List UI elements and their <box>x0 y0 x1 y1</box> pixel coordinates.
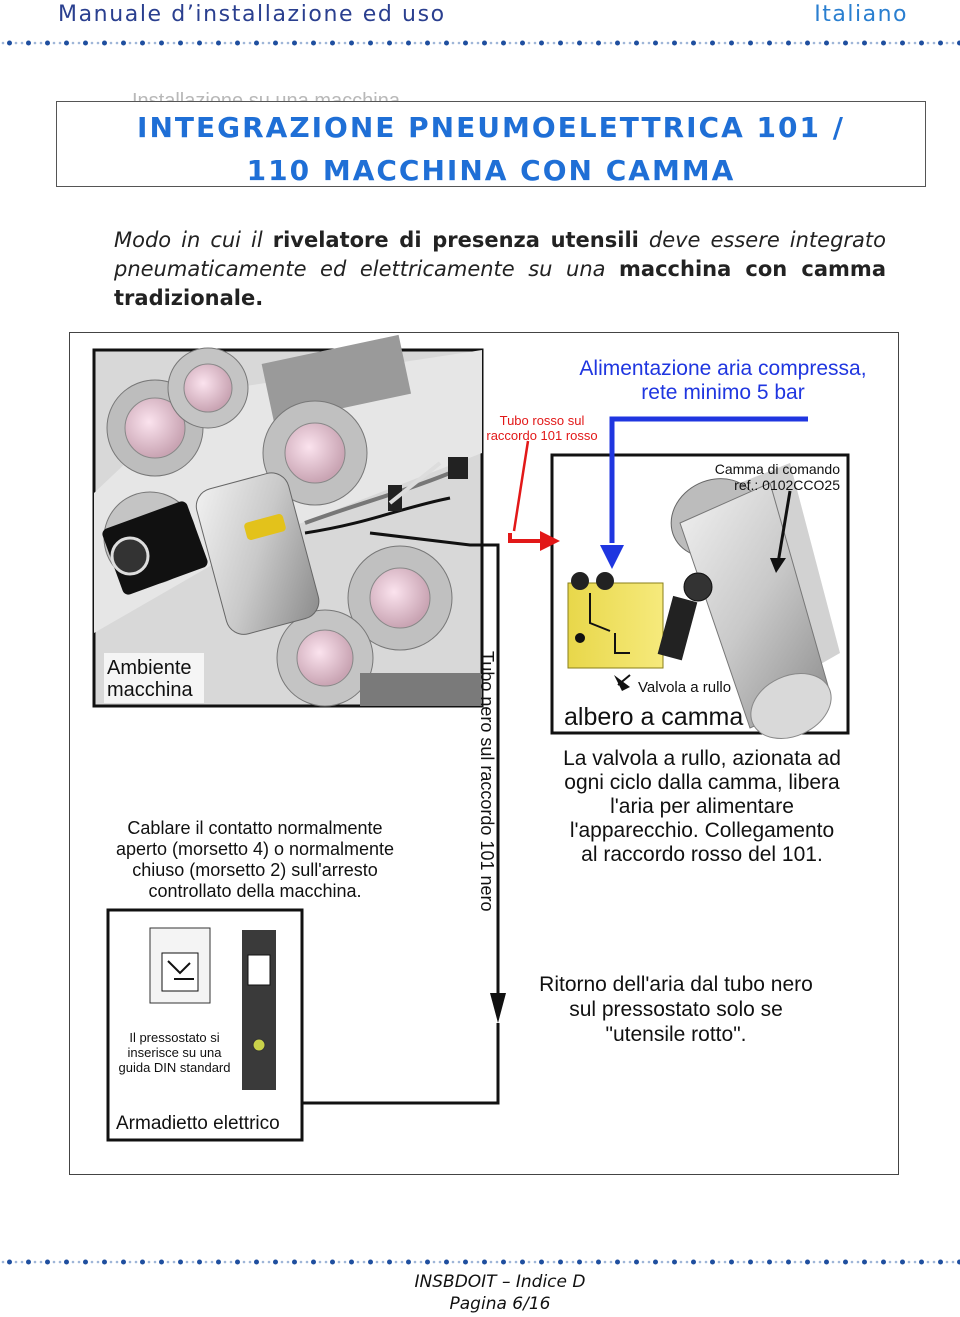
section-heading-ghost: Installazione su una macchina <box>132 90 400 104</box>
red-tube-label: Tubo rosso sul raccordo 101 rosso <box>482 413 602 443</box>
red-tube-line <box>508 533 546 543</box>
red-tube-line2: raccordo 101 rosso <box>486 428 598 443</box>
pressure-switch-line3: guida DIN standard <box>118 1060 231 1075</box>
camshaft-label: albero a camma <box>564 703 744 731</box>
diagram-drawing <box>92 334 850 1142</box>
section-title-box: INTEGRAZIONE PNEUMOELETTRICA 101 / 110 M… <box>56 101 926 187</box>
intro-period: . <box>255 286 264 310</box>
header-language: Italiano <box>814 2 908 27</box>
valve-desc-line3: l'aria per alimentare <box>610 795 794 818</box>
wiring-line4: controllato della macchina. <box>148 881 362 901</box>
cam-ref-line2: ref.: 0102CCO25 <box>734 477 840 493</box>
cam-ref-label: Camma di comando ref.: 0102CCO25 <box>702 461 840 493</box>
air-supply-label: Alimentazione aria compressa, rete minim… <box>568 357 878 405</box>
electrical-cabinet <box>106 908 304 1142</box>
valve-description: La valvola a rullo, azionata ad ogni cic… <box>542 747 862 867</box>
section-title-line2: 110 MACCHINA CON CAMMA <box>246 154 736 187</box>
electrical-cabinet-label: Armadietto elettrico <box>116 1113 280 1134</box>
black-tube-line <box>369 531 500 1014</box>
valve-desc-line5: al raccordo rosso del 101. <box>581 843 823 866</box>
return-air-label: Ritorno dell'aria dal tubo nero sul pres… <box>506 972 846 1047</box>
pressure-switch-line2: inserisce su una <box>127 1045 222 1060</box>
wiring-line1: Cablare il contatto normalmente <box>127 818 383 838</box>
intro-text-1: Modo in cui il <box>114 228 273 252</box>
valve-desc-line1: La valvola a rullo, azionata ad <box>563 747 841 770</box>
air-supply-line1: Alimentazione aria compressa, <box>579 357 867 380</box>
red-tube-line1: Tubo rosso sul <box>499 413 585 428</box>
document-index: INSBDOIT – Indice D <box>414 1272 586 1292</box>
blue-supply-line <box>609 416 808 543</box>
intro-text-2: deve essere integrato pneumaticamente ed… <box>114 228 886 281</box>
cam-ref-line1: Camma di comando <box>714 461 840 477</box>
page-footer: INSBDOIT – Indice D Pagina 6/16 <box>0 1271 960 1315</box>
return-air-line3: "utensile rotto". <box>605 1023 747 1046</box>
installation-diagram: Alimentazione aria compressa, rete minim… <box>69 332 899 1175</box>
header-dotted-divider <box>0 38 960 48</box>
machine-env-label: Ambiente macchina <box>107 657 193 701</box>
pneumatic-lines <box>300 416 808 1105</box>
blue-arrow-icon <box>600 545 624 569</box>
header-manual-title: Manuale d’installazione ed uso <box>58 2 446 27</box>
roller-valve-label: Valvola a rullo <box>638 679 732 696</box>
camshaft-render <box>550 453 850 739</box>
footer-dotted-divider <box>0 1257 960 1267</box>
wiring-line3: chiuso (morsetto 2) sull'arresto <box>132 860 378 880</box>
air-supply-line2: rete minimo 5 bar <box>641 381 805 404</box>
return-air-line2: sul pressostato solo se <box>569 998 783 1021</box>
pressure-switch-label: Il pressostato si inserisce su una guida… <box>112 1030 237 1075</box>
return-air-line1: Ritorno dell'aria dal tubo nero <box>539 973 813 996</box>
valve-desc-line2: ogni ciclo dalla camma, libera <box>564 771 840 794</box>
valve-desc-line4: l'apparecchio. Collegamento <box>569 819 835 842</box>
machine-env-line2: macchina <box>107 679 193 701</box>
wiring-line2: aperto (morsetto 4) o normalmente <box>115 839 395 859</box>
black-arrow-icon <box>490 993 506 1023</box>
section-title-line1: INTEGRAZIONE PNEUMOELETTRICA 101 / <box>137 111 845 144</box>
wiring-instructions: Cablare il contatto normalmente aperto (… <box>90 818 420 902</box>
machine-env-line1: Ambiente <box>107 657 192 679</box>
intro-bold-2: macchina con camma tradizionale <box>114 257 886 310</box>
machine-render <box>92 334 484 708</box>
page-number: Pagina 6/16 <box>449 1294 551 1314</box>
intro-bold-1: rivelatore di presenza utensili <box>272 228 639 252</box>
red-arrow-icon <box>540 531 560 551</box>
intro-paragraph: Modo in cui il rivelatore di presenza ut… <box>114 226 886 313</box>
pressure-switch-line1: Il pressostato si <box>129 1030 220 1045</box>
black-tube-label: Tubo nero sul raccordo 101 nero <box>477 651 497 912</box>
